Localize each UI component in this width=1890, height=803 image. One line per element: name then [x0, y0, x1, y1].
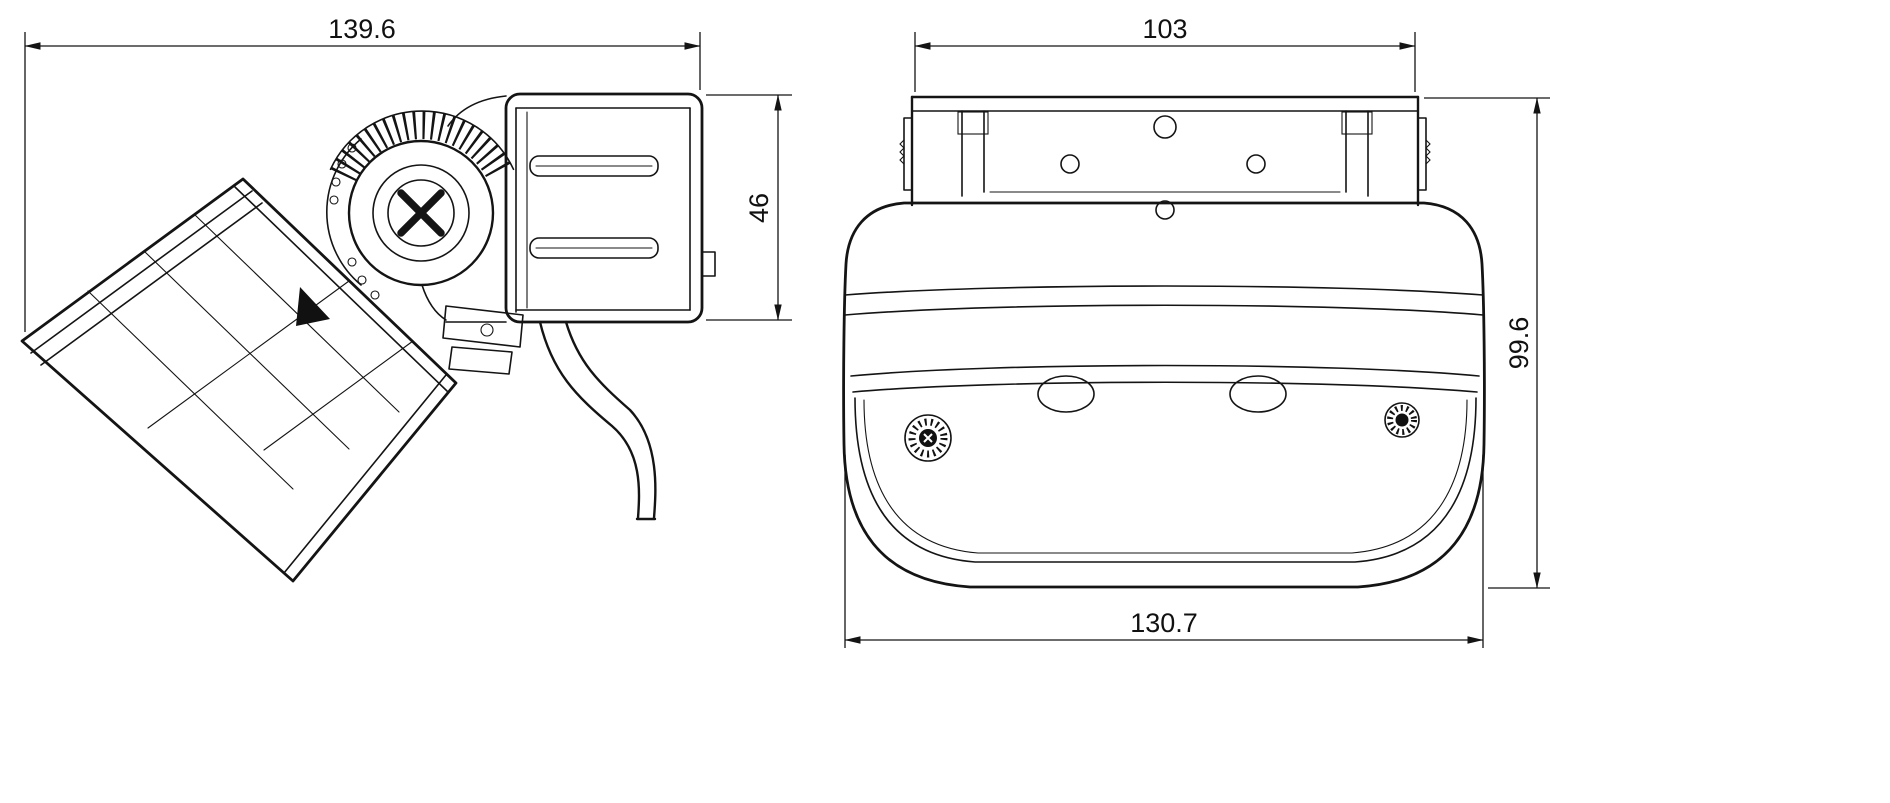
dim-label-side-overall-width: 139.6 — [328, 14, 396, 44]
clamp-blocks — [442, 305, 524, 375]
vent-slot-top — [529, 155, 659, 177]
mounting-bracket — [899, 95, 1431, 220]
side-nub — [701, 251, 716, 277]
lamp-head — [20, 177, 458, 583]
knob-right — [1384, 402, 1420, 438]
lamp-housing — [842, 201, 1486, 589]
dim-label-front-mount-width: 103 — [1142, 14, 1187, 44]
side-tab-right — [1417, 117, 1431, 191]
lens-hole-left — [1037, 375, 1095, 413]
dimension-front-overall-height: 99.6 — [1424, 97, 1550, 589]
mounting-body — [445, 92, 716, 324]
dim-label-front-overall-width: 130.7 — [1130, 608, 1198, 638]
support-arm — [538, 320, 657, 521]
dim-label-side-mount-height: 46 — [744, 193, 774, 223]
bracket-holes — [1060, 115, 1266, 220]
knob-left — [904, 414, 952, 462]
head-indicator-mark — [296, 287, 330, 326]
screw-cross — [397, 189, 445, 237]
dim-label-front-overall-height: 99.6 — [1504, 317, 1534, 370]
side-tab-left — [899, 117, 913, 191]
hinge-assembly — [326, 110, 524, 375]
dimension-front-mount-width: 103 — [914, 14, 1416, 92]
vent-slot-bottom — [529, 237, 659, 259]
lens-hole-right — [1229, 375, 1287, 413]
side-view: 139.6 46 — [20, 14, 792, 583]
dimension-side-mount-height: 46 — [706, 94, 792, 321]
front-view: 103 99.6 130.7 — [842, 14, 1550, 648]
hinge-rivets — [329, 143, 380, 300]
dimension-side-overall-width: 139.6 — [24, 14, 701, 332]
dimension-front-overall-width: 130.7 — [844, 455, 1484, 648]
ratchet-teeth — [330, 111, 514, 182]
